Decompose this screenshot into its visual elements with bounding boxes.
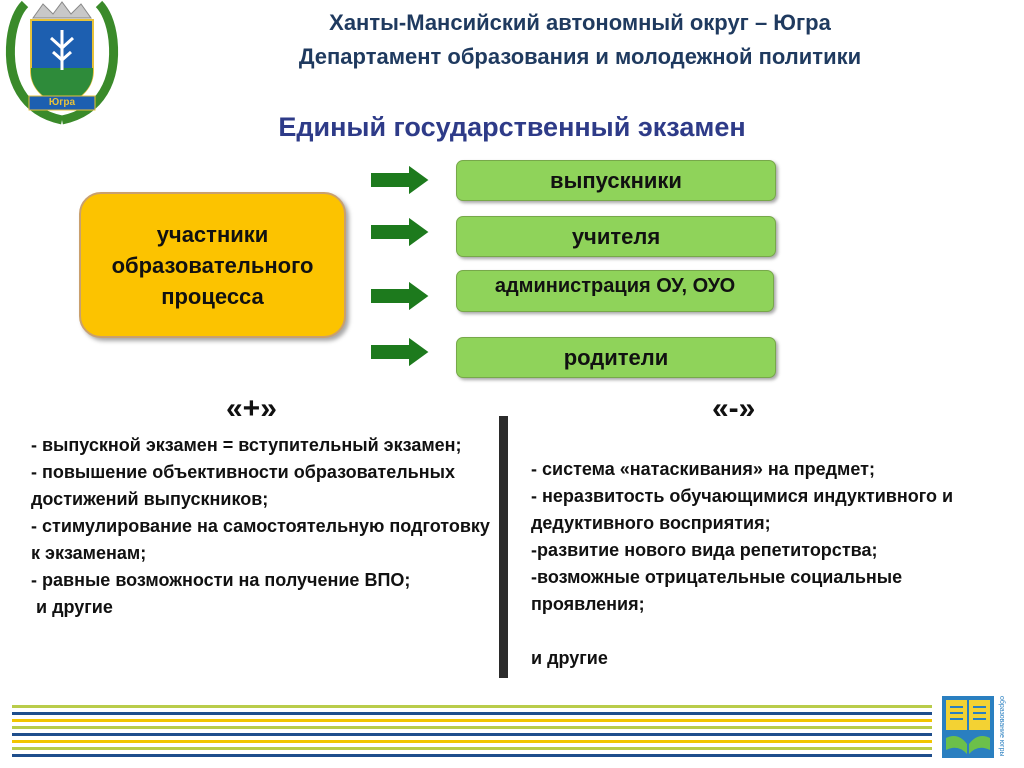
list-item: -развитие нового вида репетиторства; (531, 540, 878, 560)
target-graduates: выпускники (456, 160, 776, 201)
participants-line-3: процесса (161, 283, 264, 309)
header-line-1: Ханты-Мансийский автономный округ – Югра (329, 10, 831, 35)
target-administration: администрация ОУ, ОУО (456, 270, 774, 312)
cons-sign: «-» (712, 392, 756, 425)
page-title: Единый государственный экзамен (278, 112, 746, 142)
education-logo: образование югры (940, 694, 1010, 760)
book-icon (942, 696, 994, 758)
list-item: - стимулирование на самостоятельную подг… (31, 516, 490, 563)
list-item: - повышение объективности образовательны… (31, 462, 456, 509)
coat-of-arms-logo: Югра (3, 0, 121, 126)
logo-emblem-text: Югра (48, 97, 76, 108)
list-item: -возможные отрицательные социальные проя… (531, 567, 903, 614)
list-item: - выпускной экзамен = вступительный экза… (31, 435, 462, 455)
list-item: - равные возможности на получение ВПО; (31, 570, 411, 590)
list-item: и другие (531, 648, 608, 668)
header-line-2: Департамент образования и молодежной пол… (298, 44, 862, 69)
list-item (531, 618, 981, 645)
list-item: и другие (31, 597, 113, 617)
logo-caption: образование югры (998, 696, 1005, 757)
arrow-right-icon (369, 214, 432, 250)
list-item: - неразвитость обучающимися индуктивного… (531, 486, 954, 533)
participants-line-2: образовательного (111, 252, 314, 278)
pros-list: - выпускной экзамен = вступительный экза… (31, 432, 491, 621)
list-item: - система «натаскивания» на предмет; (531, 459, 875, 479)
cons-list: - система «натаскивания» на предмет; - н… (531, 456, 981, 672)
arrow-right-icon (369, 278, 432, 314)
divider (499, 416, 508, 678)
participants-box: участники образовательного процесса (79, 192, 346, 338)
arrow-right-icon (369, 334, 432, 370)
target-teachers: учителя (456, 216, 776, 257)
arrow-right-icon (369, 162, 432, 198)
participants-line-1: участники (156, 221, 269, 247)
target-parents: родители (456, 337, 776, 378)
pros-sign: «+» (226, 392, 277, 425)
